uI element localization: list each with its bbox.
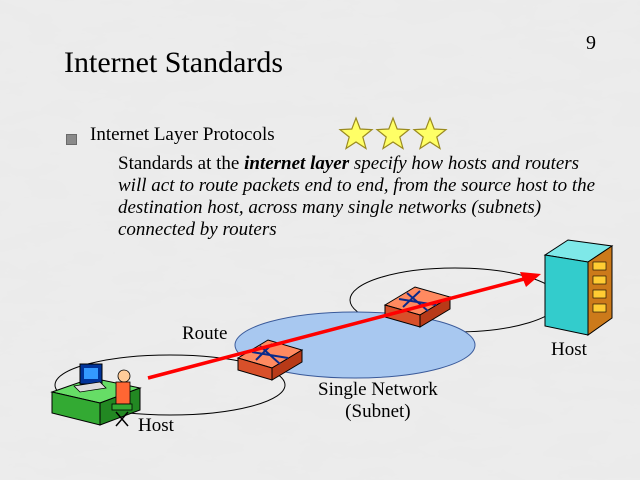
- router-icon: [383, 286, 452, 328]
- description-part2: specify how hosts and routers will act t…: [118, 153, 596, 240]
- route-arrow: [147, 272, 541, 380]
- router-icon: [236, 339, 304, 381]
- bullet-heading: Internet Layer Protocols: [90, 124, 275, 145]
- description-paragraph: Standards at the internet layer specify …: [118, 153, 608, 241]
- description-part1: Standards at the: [118, 153, 245, 174]
- description-emphasis: internet layer: [244, 153, 350, 174]
- host-right-label: Host: [551, 339, 587, 360]
- subnet-label-line2: (Subnet): [345, 401, 411, 422]
- page-number: 9: [586, 32, 596, 54]
- host-left-label: Host: [138, 415, 174, 436]
- star-icon: [375, 116, 411, 150]
- subnet-left-outline: [54, 354, 286, 416]
- subnet-label: Single Network(Subnet): [318, 379, 438, 423]
- server-icon: [543, 239, 614, 336]
- route-label: Route: [182, 323, 228, 344]
- bullet-square-icon: [66, 134, 77, 145]
- host-workstation-icon: [50, 363, 142, 427]
- star-icon: [338, 116, 374, 150]
- stars-rating: [338, 116, 448, 150]
- subnet-label-line1: Single Network: [318, 379, 438, 400]
- slide-title: Internet Standards: [64, 46, 284, 79]
- star-icon: [412, 116, 448, 150]
